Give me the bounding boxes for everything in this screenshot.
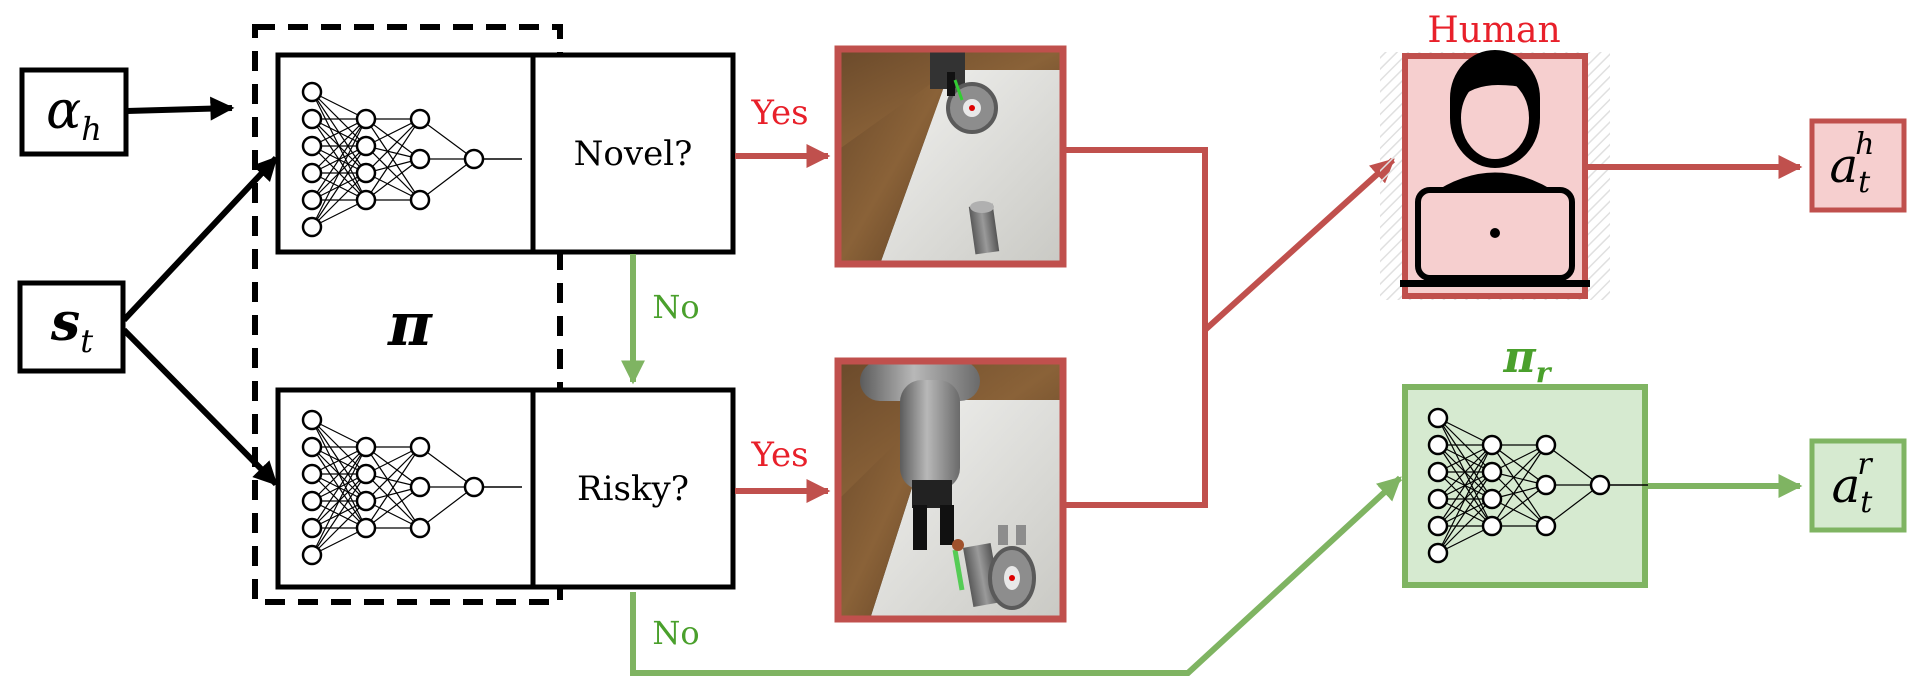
policy-dashed-boundary xyxy=(252,24,563,605)
nn-node xyxy=(355,189,377,211)
nn-node xyxy=(301,463,323,485)
nn-node xyxy=(1589,474,1611,496)
nn-node xyxy=(301,189,323,211)
robot-action-box xyxy=(1809,438,1907,533)
nn-node xyxy=(1427,542,1449,564)
neural-network-icon xyxy=(301,81,522,238)
nn-node xyxy=(1481,461,1503,483)
nn-node xyxy=(301,436,323,458)
nn-node xyxy=(301,490,323,512)
nn-node xyxy=(409,148,431,170)
robot-arm-scene-image xyxy=(834,357,1067,623)
label-novel-yes: Yes xyxy=(750,93,808,133)
label-risky-no: No xyxy=(652,614,699,652)
nn-node xyxy=(1427,461,1449,483)
label-risky-yes: Yes xyxy=(750,435,808,475)
neural-network-icon xyxy=(301,409,522,566)
nn-node xyxy=(355,162,377,184)
nn-node xyxy=(1481,488,1503,510)
nn-node xyxy=(301,108,323,130)
policy-label: π xyxy=(387,290,433,360)
arrow-state-to-novel xyxy=(121,155,279,323)
nn-node xyxy=(301,409,323,431)
nn-node xyxy=(463,148,485,170)
nn-node xyxy=(409,436,431,458)
edge-bottom-scene-to-merge xyxy=(1066,330,1208,508)
nn-node xyxy=(301,162,323,184)
nn-node xyxy=(1535,434,1557,456)
nn-node xyxy=(355,517,377,539)
nn-node xyxy=(301,135,323,157)
human-action-box xyxy=(1809,118,1907,213)
nn-node xyxy=(1427,407,1449,429)
risk-question-box xyxy=(530,387,736,590)
nn-node xyxy=(301,544,323,566)
nn-node xyxy=(409,108,431,130)
nn-node xyxy=(1427,434,1449,456)
alpha-input-box xyxy=(19,67,129,157)
nn-node xyxy=(463,476,485,498)
novelty-question-label: Novel? xyxy=(574,134,693,174)
risk-question-label: Risky? xyxy=(577,469,689,509)
robot-action-label: atr xyxy=(1832,447,1874,520)
arrow-alpha-to-policy xyxy=(126,96,235,121)
nn-node xyxy=(301,81,323,103)
arrow-risky-no-to-robot xyxy=(630,475,1403,676)
robot-policy-title: πr xyxy=(1503,332,1553,389)
state-input-label: st xyxy=(50,292,93,360)
nn-node xyxy=(1481,515,1503,537)
nn-node xyxy=(409,189,431,211)
nn-node xyxy=(355,490,377,512)
nn-node xyxy=(1427,488,1449,510)
nn-node xyxy=(1481,434,1503,456)
nn-node xyxy=(1427,515,1449,537)
robot-gripper-scene-image xyxy=(834,45,1067,268)
state-input-box xyxy=(17,280,126,374)
nn-node xyxy=(355,135,377,157)
alpha-input-label: αh xyxy=(46,81,102,148)
human-action-label: ath xyxy=(1829,127,1874,200)
nn-node xyxy=(1535,474,1557,496)
label-novel-no: No xyxy=(652,288,699,326)
nn-node xyxy=(409,517,431,539)
nn-node xyxy=(1535,515,1557,537)
nn-node xyxy=(301,517,323,539)
arrow-merge-to-human xyxy=(1202,157,1396,333)
nn-node xyxy=(409,476,431,498)
arrow-state-to-risky xyxy=(121,327,279,487)
nn-node xyxy=(301,216,323,238)
nn-node xyxy=(355,436,377,458)
nn-node xyxy=(355,108,377,130)
person-at-laptop-icon xyxy=(1400,50,1590,287)
nn-node xyxy=(355,463,377,485)
novelty-question-box xyxy=(530,52,736,255)
edge-top-scene-to-merge xyxy=(1066,147,1208,330)
neural-network-icon xyxy=(1427,407,1648,564)
human-title: Human xyxy=(1427,10,1560,51)
